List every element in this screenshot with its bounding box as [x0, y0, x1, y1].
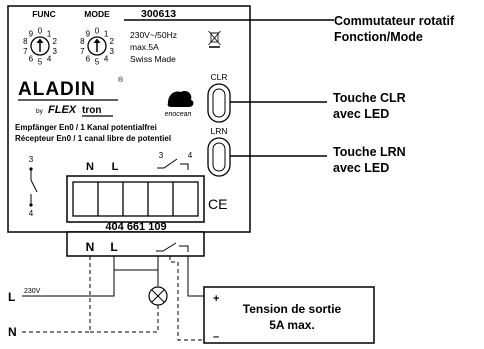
spec-voltage: 230V~/50Hz: [130, 30, 177, 40]
supply-voltage: 230V: [24, 288, 41, 295]
callout-lrn-line2: avec LED: [333, 161, 389, 175]
serial-number: 404 661 109: [105, 221, 166, 233]
mode-digit: 9: [86, 30, 91, 39]
relay-contact-symbol: 3 4: [29, 155, 38, 218]
weee-bin-icon: [208, 30, 221, 48]
spec-current: max.5A: [130, 42, 159, 52]
enocean-logo-icon: [167, 90, 194, 107]
output-label-line1: Tension de sortie: [243, 302, 342, 316]
brand-name: ALADIN: [18, 79, 96, 100]
lower-terminal-l: L: [110, 240, 117, 254]
mode-digit: 5: [95, 58, 100, 67]
brand-tron: tron: [82, 105, 101, 116]
mode-digit: 3: [109, 47, 114, 56]
model-number: 300613: [141, 8, 176, 20]
output-plus: +: [213, 293, 219, 305]
brand-flex: FLEX: [48, 104, 77, 116]
mode-digit: 1: [104, 30, 109, 39]
func-digit: 0: [38, 27, 43, 36]
callout-clr-line1: Touche CLR: [333, 91, 406, 105]
func-dial-arrow-icon: [36, 38, 44, 43]
clr-led: [212, 88, 226, 118]
receiver-text-de: Empfänger En0 / 1 Kanal potentialfrei: [15, 123, 157, 132]
lower-terminal-strip: [66, 231, 205, 257]
supply-line-n: N: [8, 325, 17, 339]
switch-contact-3: 3: [159, 151, 164, 160]
switch-symbol: 3 4: [157, 151, 193, 170]
relay-contact-3: 3: [29, 155, 34, 164]
func-digit: 5: [38, 58, 43, 67]
output-minus: –: [213, 331, 219, 343]
switch-contact-4: 4: [188, 151, 193, 160]
lrn-label: LRN: [210, 126, 227, 136]
mode-digit: 7: [80, 47, 85, 56]
func-digit: 4: [47, 55, 52, 64]
lower-switch-contact: [179, 245, 189, 252]
clr-label: CLR: [210, 72, 227, 82]
ce-mark: CE: [208, 196, 227, 212]
brand-registered: ®: [118, 76, 124, 84]
func-digit: 9: [29, 30, 34, 39]
func-digit: 8: [23, 37, 28, 46]
mode-digit: 2: [109, 37, 114, 46]
lrn-led: [212, 142, 226, 172]
receiver-text-fr: Récepteur En0 / 1 canal libre de potenti…: [15, 134, 171, 143]
enocean-label: enocean: [165, 111, 192, 118]
func-digit: 3: [52, 47, 57, 56]
device-terminal-n: N: [86, 161, 94, 173]
mode-dial-arrow-icon: [93, 38, 101, 43]
wire-output-plus: [187, 256, 204, 297]
supply-line-l: L: [8, 290, 15, 304]
func-digit: 7: [23, 47, 28, 56]
func-digit: 6: [29, 55, 34, 64]
func-label: FUNC: [32, 9, 56, 19]
relay-contact-4: 4: [29, 209, 34, 218]
wire-n-dashed: [22, 256, 91, 333]
spec-origin: Swiss Made: [130, 54, 176, 64]
lamp-icon: [148, 286, 168, 306]
mode-digit: 4: [104, 55, 109, 64]
lower-switch-symbol: [156, 242, 177, 252]
lower-terminal-n: N: [86, 240, 95, 254]
callout-lrn-line1: Touche LRN: [333, 145, 406, 159]
func-digit: 2: [52, 37, 57, 46]
wire-lamp-return-dashed: [90, 305, 159, 333]
func-digit: 1: [47, 30, 52, 39]
callout-rotary-line1: Commutateur rotatif: [334, 14, 455, 28]
wire-output-minus-dashed: [169, 256, 204, 341]
terminal-block-inner: [72, 181, 199, 217]
wire-l: [22, 256, 115, 297]
callout-clr-line2: avec LED: [333, 107, 389, 121]
callout-rotary-line2: Fonction/Mode: [334, 30, 423, 44]
mode-label: MODE: [84, 9, 110, 19]
mode-digit: 0: [95, 27, 100, 36]
output-box: [203, 286, 375, 344]
output-label-line2: 5A max.: [269, 318, 315, 332]
mode-digit: 6: [86, 55, 91, 64]
mode-digit: 8: [80, 37, 85, 46]
brand-by: by: [36, 108, 44, 115]
device-terminal-l: L: [112, 161, 119, 173]
